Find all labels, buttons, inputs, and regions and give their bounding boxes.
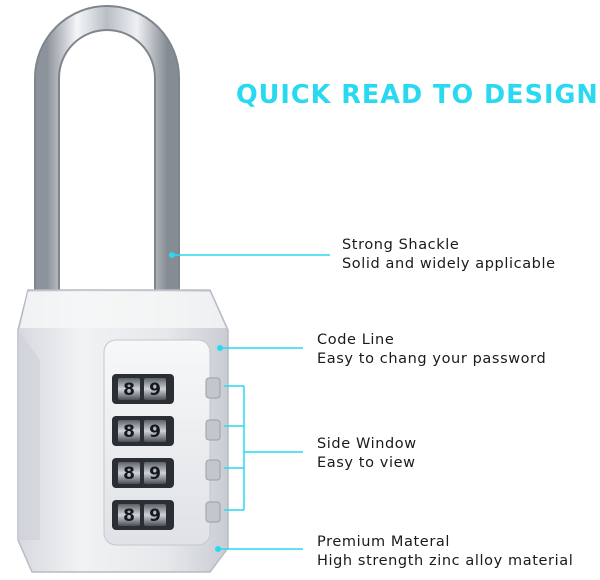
feature-desc: Easy to chang your password xyxy=(317,351,547,367)
wheel-dial[interactable] xyxy=(144,378,166,400)
feature-title: Code Line xyxy=(317,332,395,348)
feature-side-window: Side Window Easy to view xyxy=(317,435,417,473)
wheel-digit: 8 xyxy=(123,422,135,442)
callout-dots xyxy=(169,252,223,552)
feature-desc: High strength zinc alloy material xyxy=(317,553,574,569)
wheel-digit: 9 xyxy=(149,464,161,484)
feature-strong-shackle: Strong Shackle Solid and widely applicab… xyxy=(342,236,556,274)
shackle xyxy=(34,5,180,300)
wheel-digit: 8 xyxy=(123,380,135,400)
wheel-dial[interactable] xyxy=(118,504,140,526)
feature-title: Premium Materal xyxy=(317,534,451,550)
wheel-dial[interactable] xyxy=(144,504,166,526)
wheel-digit: 9 xyxy=(149,506,161,526)
headline: QUICK READ TO DESIGN xyxy=(236,80,599,110)
wheel-digit: 8 xyxy=(123,464,135,484)
feature-title: Strong Shackle xyxy=(342,237,460,253)
wheel-dial[interactable] xyxy=(144,462,166,484)
wheel-digit: 8 xyxy=(123,506,135,526)
wheel-digit: 9 xyxy=(149,422,161,442)
wheel-dial[interactable] xyxy=(118,462,140,484)
wheel-dial[interactable] xyxy=(144,420,166,442)
feature-desc: Solid and widely applicable xyxy=(342,256,556,272)
wheel-digit: 9 xyxy=(149,380,161,400)
wheel-dial[interactable] xyxy=(118,378,140,400)
callout-lines xyxy=(172,254,330,550)
feature-premium-material: Premium Materal High strength zinc alloy… xyxy=(317,533,573,571)
wheel-dial[interactable] xyxy=(118,420,140,442)
feature-title: Side Window xyxy=(317,436,417,452)
feature-code-line: Code Line Easy to chang your password xyxy=(317,331,546,369)
feature-desc: Easy to view xyxy=(317,455,416,471)
side-window xyxy=(205,377,221,523)
